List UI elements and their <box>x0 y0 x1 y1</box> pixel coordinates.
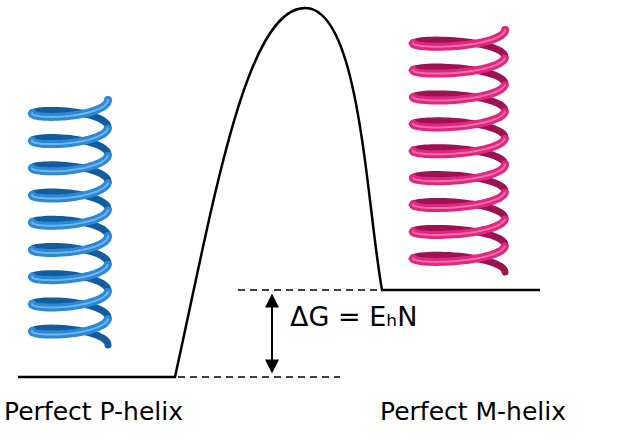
energy-label: ΔG = EₕN <box>290 302 417 332</box>
helix-front-coil <box>413 85 505 100</box>
helix-front-coil <box>413 58 505 73</box>
helix-front-coil <box>32 319 108 334</box>
helix-highlight <box>413 85 505 100</box>
helix-highlight <box>32 100 108 117</box>
helix-front-coil <box>413 139 505 154</box>
helix-highlight <box>32 183 108 198</box>
helix-highlight <box>413 164 505 181</box>
helix-front-coil <box>413 220 505 235</box>
helix-highlight <box>413 193 505 208</box>
helix-highlight <box>32 236 108 253</box>
helix-highlight <box>32 129 108 145</box>
helix-front-coil <box>413 112 505 127</box>
helix-front-coil <box>32 129 108 145</box>
helix-highlight <box>32 156 108 172</box>
helix-highlight <box>413 247 505 262</box>
helix-highlight <box>413 58 505 73</box>
state-label: Perfect P-helix <box>4 398 183 426</box>
helix-front-coil <box>32 100 108 117</box>
helix-highlight <box>32 319 108 334</box>
helix-highlight <box>413 112 505 127</box>
helix-highlight <box>413 220 505 235</box>
helix-front-coil <box>32 265 108 281</box>
helix-front-coil <box>32 156 108 172</box>
helix-front-coil <box>413 247 505 262</box>
helix-front-coil <box>32 292 108 307</box>
dashed-reference <box>178 376 340 378</box>
helix-front-coil <box>413 193 505 208</box>
helix-highlight <box>413 139 505 154</box>
m-level <box>381 289 540 292</box>
helix-highlight <box>32 210 108 226</box>
helix-front-coil <box>32 210 108 226</box>
helix-illustrations <box>32 30 505 345</box>
helix-highlight <box>413 30 505 47</box>
delta-arrow <box>271 295 273 372</box>
helix-front-coil <box>32 236 108 253</box>
dashed-reference <box>238 289 381 291</box>
helix-front-coil <box>413 30 505 47</box>
ground-level <box>18 376 176 379</box>
helix-highlight <box>32 265 108 281</box>
helix-front-coil <box>413 164 505 181</box>
state-label: Perfect M-helix <box>380 398 566 426</box>
helix-front-coil <box>32 183 108 198</box>
helix-highlight <box>32 292 108 307</box>
